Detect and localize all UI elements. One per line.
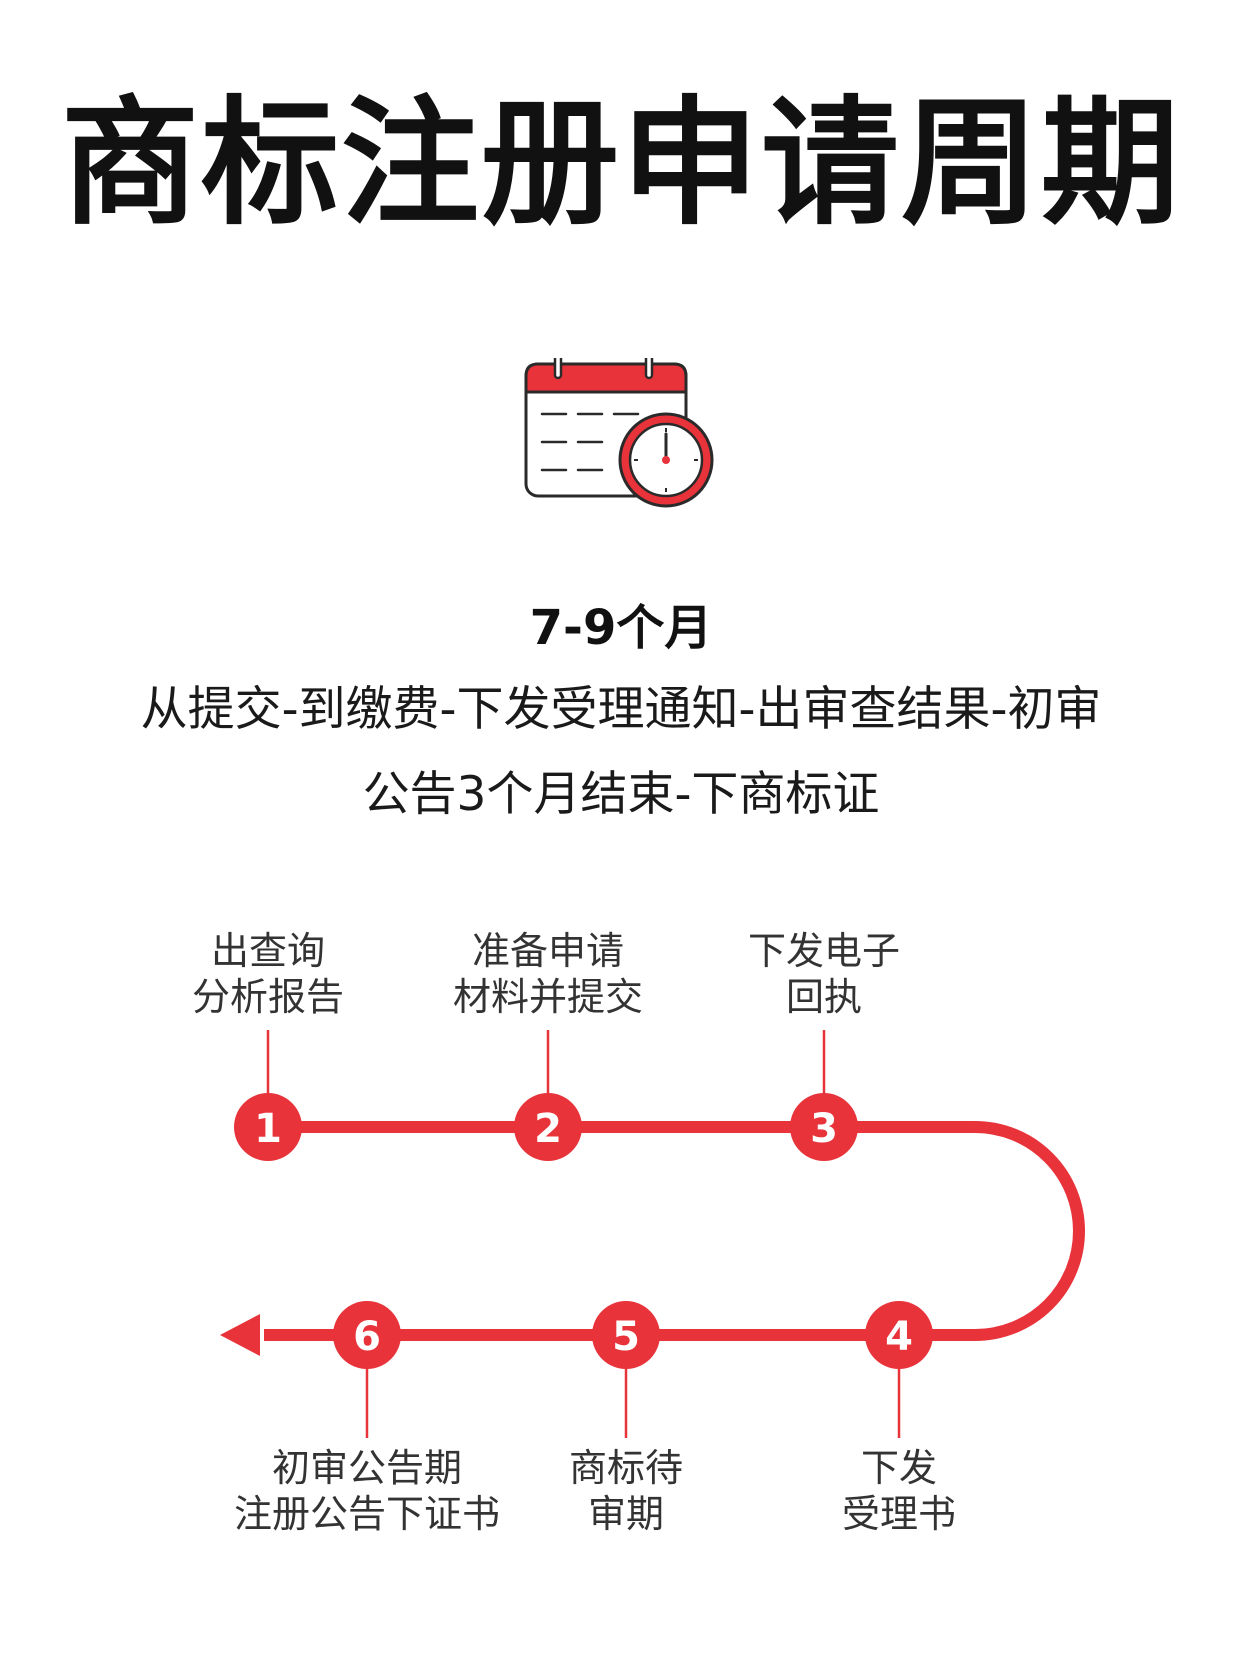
step-4-line-1: 下发 bbox=[860, 1446, 937, 1490]
step-label-1: 出查询 分析报告 bbox=[118, 928, 418, 1020]
step-label-2: 准备申请 材料并提交 bbox=[398, 928, 698, 1020]
step-5-line-2: 审期 bbox=[587, 1492, 664, 1536]
step-2-line-1: 准备申请 bbox=[471, 929, 624, 973]
step-4-line-2: 受理书 bbox=[841, 1492, 956, 1536]
description-line-1: 从提交-到缴费-下发受理通知-出审查结果-初审 bbox=[140, 682, 1102, 737]
step-marker-3: 3 bbox=[790, 1093, 858, 1161]
step-number-2: 2 bbox=[534, 1106, 562, 1152]
step-number-4: 4 bbox=[885, 1314, 913, 1360]
step-label-6: 初审公告期 注册公告下证书 bbox=[217, 1445, 517, 1537]
step-2-line-2: 材料并提交 bbox=[452, 975, 643, 1019]
step-marker-5: 5 bbox=[592, 1301, 660, 1369]
page-title: 商标注册申请周期 bbox=[60, 83, 1181, 244]
step-label-3: 下发电子 回执 bbox=[674, 928, 974, 1020]
description-line-2: 公告3个月结束-下商标证 bbox=[362, 767, 880, 822]
step-number-5: 5 bbox=[612, 1314, 640, 1360]
calendar-clock-icon bbox=[524, 358, 714, 508]
step-3-line-2: 回执 bbox=[785, 975, 862, 1019]
step-marker-6: 6 bbox=[333, 1301, 401, 1369]
step-5-line-1: 商标待 bbox=[568, 1446, 683, 1490]
step-marker-2: 2 bbox=[514, 1093, 582, 1161]
step-marker-1: 1 bbox=[234, 1093, 302, 1161]
step-label-5: 商标待 审期 bbox=[476, 1445, 776, 1537]
timeline-path bbox=[264, 1121, 1085, 1341]
step-6-line-2: 注册公告下证书 bbox=[233, 1492, 500, 1536]
step-number-1: 1 bbox=[254, 1106, 282, 1152]
arrow-left-icon bbox=[220, 1314, 260, 1356]
duration-value: 7-9个月 bbox=[529, 600, 713, 656]
step-number-6: 6 bbox=[353, 1314, 381, 1360]
step-label-4: 下发 受理书 bbox=[749, 1445, 1049, 1537]
step-number-3: 3 bbox=[810, 1106, 838, 1152]
step-3-line-1: 下发电子 bbox=[747, 929, 900, 973]
step-6-line-1: 初审公告期 bbox=[271, 1446, 462, 1490]
step-1-line-1: 出查询 bbox=[210, 929, 325, 973]
step-marker-4: 4 bbox=[865, 1301, 933, 1369]
step-1-line-2: 分析报告 bbox=[191, 975, 344, 1019]
